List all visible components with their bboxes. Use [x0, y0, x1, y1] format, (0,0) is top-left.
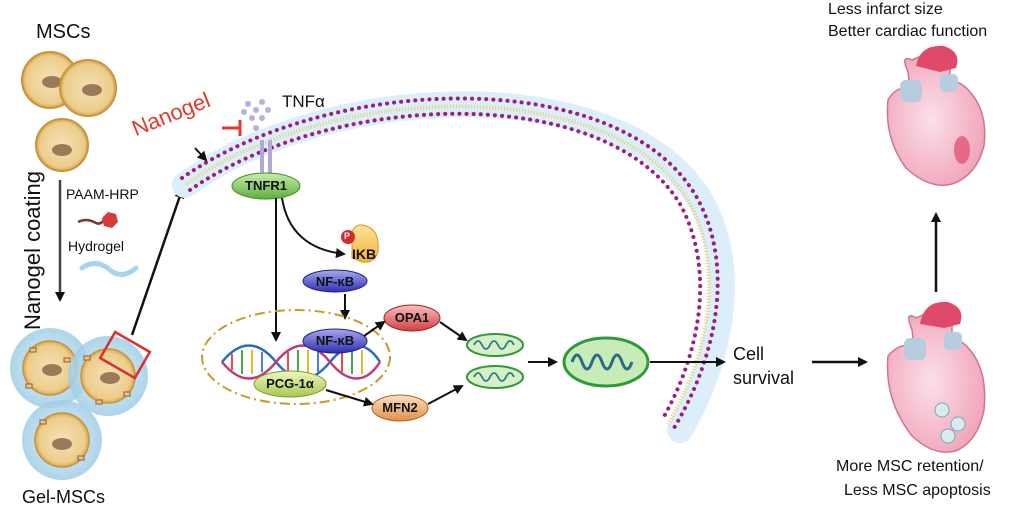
nanogel-pointer-arrow [194, 147, 208, 162]
nanogel-coating-label: Nanogel coating [20, 170, 45, 330]
paam-hrp-icon [77, 212, 118, 228]
nfkb-top-node [302, 269, 368, 293]
small-mitochondria [466, 333, 524, 389]
cell-membrane [180, 96, 720, 430]
bottom-outcome-line1: More MSC retention/ [836, 458, 984, 475]
msc-cells [21, 51, 117, 172]
pcg-to-mfn2-arrow [325, 389, 374, 407]
pcg1a-label: PCG-1α [266, 376, 314, 391]
nfkb-mid-node [302, 328, 368, 354]
ikb-label: IKB [352, 246, 377, 262]
phospho-label: P [344, 231, 351, 241]
gel-mscs-label: Gel-MSCs [22, 487, 106, 507]
nucleus [201, 309, 391, 405]
tnfa-label: TNFα [282, 92, 325, 111]
paam-hrp-label: PAAM-HRP [66, 186, 139, 202]
survival-label: survival [733, 368, 795, 388]
nfkb-top-label: NF-κB [315, 274, 355, 289]
phospho-icon [341, 230, 355, 244]
tnfr1-stalk [260, 140, 272, 178]
opa1-label: OPA1 [394, 310, 430, 325]
top-outcome-line2: Better cardiac function [828, 23, 988, 40]
mfn2-to-mito-arrow [427, 385, 464, 405]
bottom-outcome-line2: Less MSC apoptosis [844, 482, 991, 499]
large-mitochondrion [562, 336, 650, 388]
nfkb-mid-label: NF-κB [315, 333, 355, 348]
extracellular-halo [172, 91, 735, 443]
hydrogel-icon [79, 261, 139, 277]
ikb-complex [341, 224, 379, 263]
tnfr1-to-ikb-arrow [281, 197, 346, 259]
mfn2-node [371, 394, 429, 422]
hydrogel-label: Hydrogel [68, 238, 125, 254]
opa1-node [383, 304, 441, 332]
tnfr1-node [231, 172, 301, 200]
zoom-arrow [130, 188, 185, 336]
gel-msc-cells [10, 328, 148, 480]
opa1-to-mito-arrow [439, 321, 468, 342]
top-outcome-line1: Less infarct size [828, 1, 943, 18]
heart-bottom-icon [886, 301, 986, 453]
heart-top-icon [886, 45, 986, 186]
pcg1a-node [253, 370, 327, 398]
mscs-label: MSCs [36, 21, 91, 43]
cell-label: Cell [733, 344, 765, 364]
nfkb-to-opa1-arrow [363, 320, 386, 337]
tnfa-molecules [241, 99, 271, 131]
tnfr1-label: TNFR1 [245, 178, 287, 193]
nanogel-inhibition [222, 120, 242, 136]
zoom-box [98, 330, 152, 380]
mfn2-label: MFN2 [382, 400, 418, 415]
